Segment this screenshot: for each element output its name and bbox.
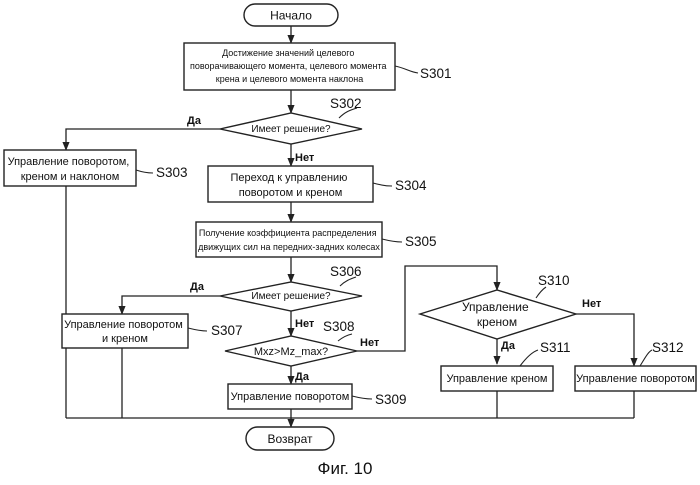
step-s304: Переход к управлению поворотом и креном … [208, 166, 427, 202]
s304-leader [373, 183, 392, 186]
flow-s306-yes [122, 296, 220, 314]
s308-label: S308 [323, 319, 355, 334]
step-s307: Управление поворотом и креном S307 [62, 314, 243, 348]
s304-label: S304 [395, 178, 427, 193]
s309-text: Управление поворотом [231, 391, 350, 403]
s306-yes-label: Да [190, 281, 205, 293]
s312-label: S312 [652, 340, 684, 355]
s302-label: S302 [330, 96, 362, 111]
s305-label: S305 [405, 234, 437, 249]
s306-label: S306 [330, 264, 362, 279]
figure-caption: Фиг. 10 [318, 459, 373, 478]
end-terminal: Возврат [246, 427, 334, 450]
s311-label: S311 [540, 340, 571, 355]
step-s305: Получение коэффициента распределения дви… [196, 222, 437, 257]
s302-yes-label: Да [187, 115, 202, 127]
s305-leader [382, 239, 402, 242]
s307-label: S307 [211, 323, 243, 338]
s302-text: Имеет решение? [251, 124, 331, 135]
s311-text: Управление креном [446, 373, 547, 385]
s311-leader [520, 350, 538, 366]
s303-leader [136, 170, 153, 173]
s301-leader [395, 66, 418, 73]
s310-leader [536, 287, 546, 298]
step-s303: Управление поворотом, креном и наклоном … [4, 150, 188, 186]
s308-no-label: Нет [360, 337, 380, 349]
s308-yes-label: Да [295, 371, 310, 383]
s309-leader [352, 396, 372, 399]
decision-s310: Управление креном S310 Да Нет [420, 273, 602, 352]
s306-text: Имеет решение? [251, 291, 331, 302]
s312-text: Управление поворотом [576, 373, 695, 385]
start-label: Начало [270, 9, 312, 23]
s303-label: S303 [156, 165, 188, 180]
s306-no-label: Нет [295, 318, 315, 330]
s308-text: Mxz>Mz_max? [254, 346, 328, 358]
s312-leader [640, 350, 652, 366]
s301-label: S301 [420, 66, 452, 81]
flow-s310-no [576, 314, 634, 366]
s308-leader [338, 334, 352, 341]
step-s312: Управление поворотом S312 [575, 340, 696, 391]
step-s301: Достижение значений целевого поворачиваю… [184, 43, 452, 90]
s307-leader [188, 328, 207, 331]
start-terminal: Начало [244, 4, 338, 26]
s310-yes-label: Да [501, 340, 516, 352]
s302-no-label: Нет [295, 152, 315, 164]
end-label: Возврат [268, 432, 314, 446]
step-s309: Управление поворотом S309 [228, 384, 407, 409]
s310-no-label: Нет [582, 298, 602, 310]
decision-s302: Имеет решение? S302 Да Нет [187, 96, 362, 164]
s309-label: S309 [375, 392, 407, 407]
s310-label: S310 [538, 273, 570, 288]
flow-s302-yes [66, 129, 220, 150]
